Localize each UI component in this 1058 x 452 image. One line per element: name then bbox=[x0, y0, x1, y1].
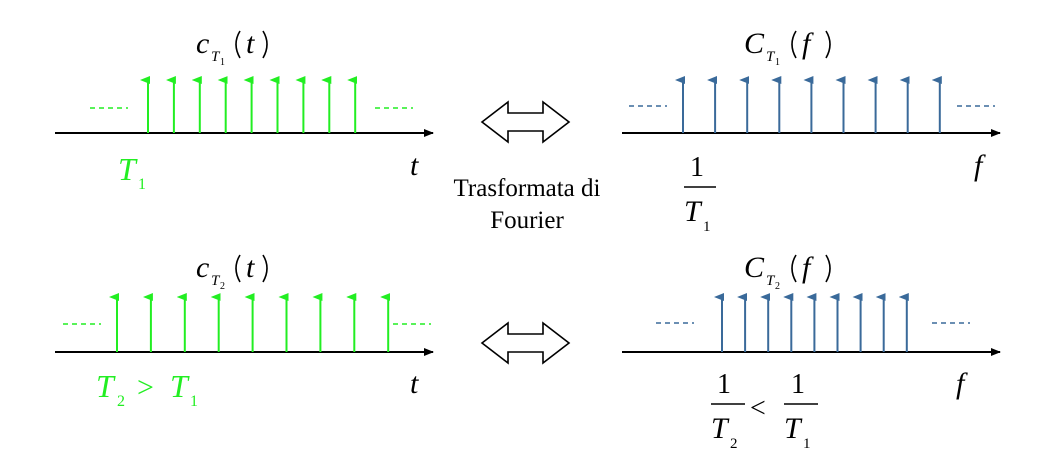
svg-text:C: C bbox=[744, 251, 765, 284]
svg-text:1: 1 bbox=[220, 57, 225, 68]
svg-text:2: 2 bbox=[775, 281, 780, 292]
svg-text:2: 2 bbox=[117, 393, 125, 410]
top-time-impulses bbox=[140, 76, 358, 133]
bottom-freq-impulses bbox=[714, 293, 909, 352]
svg-text:t: t bbox=[246, 27, 255, 60]
svg-text:T: T bbox=[211, 273, 221, 289]
svg-text:2: 2 bbox=[730, 436, 738, 452]
svg-text:T: T bbox=[118, 151, 138, 187]
svg-text:T: T bbox=[96, 368, 116, 404]
svg-text:1: 1 bbox=[138, 176, 146, 193]
bottom-freq-title: C T 2 f bbox=[744, 251, 831, 292]
top-freq-title: C T 1 f bbox=[744, 27, 831, 68]
svg-text:1: 1 bbox=[775, 57, 780, 68]
svg-text:1: 1 bbox=[703, 219, 711, 235]
svg-text:c: c bbox=[196, 27, 209, 60]
svg-text:1: 1 bbox=[803, 436, 811, 452]
svg-text:1: 1 bbox=[717, 369, 731, 400]
bottom-time-title: c T 2 t bbox=[196, 251, 268, 292]
bottom-freq-axis-label: f bbox=[956, 367, 968, 400]
svg-text:t: t bbox=[246, 251, 255, 284]
svg-text:2: 2 bbox=[220, 281, 225, 292]
svg-text:<: < bbox=[750, 393, 766, 424]
svg-text:f: f bbox=[802, 27, 814, 60]
top-time-title: c T 1 t bbox=[196, 27, 268, 68]
svg-text:T: T bbox=[711, 412, 730, 445]
svg-text:1: 1 bbox=[690, 152, 704, 183]
bottom-time-period-label: T 2 > T 1 bbox=[96, 368, 198, 410]
top-time-period-label: T 1 bbox=[118, 151, 146, 193]
svg-text:T: T bbox=[784, 412, 803, 445]
top-freq-impulses bbox=[675, 76, 942, 133]
svg-text:T: T bbox=[170, 368, 190, 404]
svg-text:f: f bbox=[802, 251, 814, 284]
svg-text:T: T bbox=[766, 273, 776, 289]
transform-label-line2: Fourier bbox=[490, 207, 564, 234]
svg-text:1: 1 bbox=[190, 393, 198, 410]
double-arrow-icon bbox=[480, 100, 571, 144]
svg-text:c: c bbox=[196, 251, 209, 284]
top-freq-axis-label: f bbox=[974, 149, 986, 182]
svg-text:>: > bbox=[137, 371, 154, 404]
svg-text:C: C bbox=[744, 27, 765, 60]
bottom-time-axis-label: t bbox=[410, 367, 419, 400]
double-arrow-icon bbox=[480, 321, 571, 365]
bottom-time-impulses bbox=[109, 293, 391, 352]
top-time-axis-label: t bbox=[410, 149, 419, 182]
bottom-freq-fraction: 1 T 2 < 1 T 1 bbox=[711, 369, 818, 452]
transform-label-line1: Trasformata di bbox=[454, 175, 601, 202]
svg-text:1: 1 bbox=[791, 369, 805, 400]
svg-text:T: T bbox=[766, 49, 776, 65]
top-freq-fraction: 1 T 1 bbox=[684, 152, 716, 235]
svg-text:T: T bbox=[684, 195, 703, 228]
svg-text:T: T bbox=[211, 49, 221, 65]
